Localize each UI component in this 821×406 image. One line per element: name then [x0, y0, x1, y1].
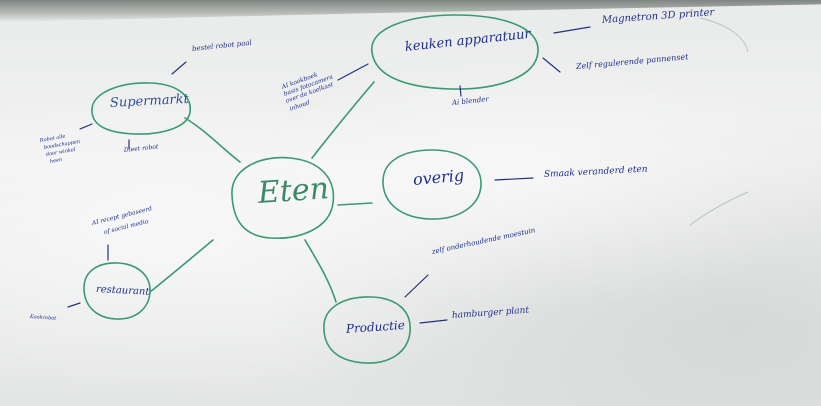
center-node-label: Eten	[256, 171, 331, 211]
keuken-node-outline	[371, 14, 539, 90]
supermarkt-node-outline	[91, 82, 191, 135]
overig-node-outline	[382, 149, 482, 220]
productie-node-outline	[323, 296, 411, 364]
center-node-outline	[231, 156, 335, 239]
